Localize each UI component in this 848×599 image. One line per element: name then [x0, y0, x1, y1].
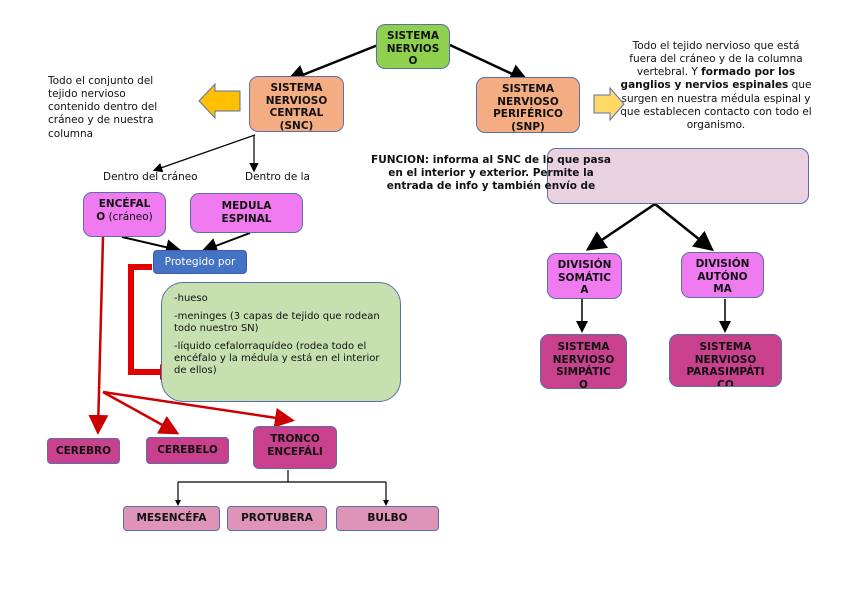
connector-encefalo-protegido [121, 236, 182, 256]
connector-protegido-proteccion [128, 264, 160, 375]
node-line: A [580, 284, 589, 297]
connector-encefalo-cerebelo [102, 390, 180, 435]
node-line: DIVISIÓN [557, 259, 612, 271]
node-funcion-box[interactable] [547, 148, 809, 204]
label-dentro-craneo: Dentro del cráneo [103, 171, 198, 183]
node-line-bold: O [96, 210, 106, 223]
protection-item: -meninges (3 capas de tejido que rodean … [174, 311, 380, 334]
node-line-normal: (cráneo) [105, 210, 153, 223]
snc-description: Todo el conjunto del tejido nervioso con… [48, 75, 158, 137]
node-line: NERVIOSO [497, 95, 559, 108]
connector-root-snc [285, 43, 379, 84]
node-encefalo[interactable]: ENCÉFAL O (cráneo) [83, 192, 166, 237]
arrow-right-yellow-icon [593, 86, 625, 122]
node-label: BULBO [367, 512, 408, 525]
funcion-text: FUNCION: informa al SNC de lo que pasa e… [371, 154, 611, 193]
node-line: MA [713, 283, 732, 296]
node-label: MESENCÉFA [136, 512, 207, 525]
node-cerebelo[interactable]: CEREBELO [146, 437, 229, 464]
node-line: SISTEMA [699, 341, 752, 353]
label-dentro-columna: Dentro de la [245, 171, 310, 183]
node-line: CENTRAL [269, 107, 324, 120]
connector-root-snp [449, 43, 530, 83]
arrowhead [383, 500, 389, 506]
node-line: NERVIOSO [265, 94, 328, 107]
node-line: O [408, 55, 418, 68]
node-line: ENCÉFAL [98, 198, 151, 210]
node-line: NERVIOS [386, 42, 440, 55]
node-label: CEREBELO [157, 444, 218, 457]
node-line: SISTEMA [270, 82, 323, 94]
node-proteccion[interactable]: -hueso -meninges (3 capas de tejido que … [161, 282, 401, 402]
snp-desc-part: que surgen en nuestra médula espinal y q… [620, 79, 812, 131]
node-line: O (cráneo) [96, 211, 153, 224]
node-protuberancia[interactable]: PROTUBERA [227, 506, 327, 531]
protection-item: -hueso [174, 293, 208, 304]
node-simpatico[interactable]: SISTEMA NERVIOSO SIMPÁTIC O [540, 334, 627, 389]
node-label: CEREBRO [55, 444, 112, 457]
snp-description: Todo el tejido nervioso que está fuera d… [620, 40, 812, 132]
node-division-somatica[interactable]: DIVISIÓN SOMÁTIC A [547, 253, 622, 299]
connector-funcion-somatica [585, 202, 656, 251]
node-cerebro[interactable]: CEREBRO [47, 438, 120, 464]
node-snp[interactable]: SISTEMA NERVIOSO PERIFÉRICO (SNP) [476, 77, 580, 133]
node-line: DIVISIÓN [695, 258, 750, 270]
node-line: ENCEFÁLI [267, 445, 323, 458]
node-line: SIMPÁTIC [556, 366, 611, 379]
node-line: ESPINAL [221, 212, 272, 225]
node-line: O [579, 378, 588, 389]
snp-desc-bold: formado por los ganglios y nervios espin… [620, 66, 796, 92]
connector-funcion-autonoma [654, 203, 714, 252]
protection-item: -líquido cefalorraquídeo (rodea todo el … [174, 341, 380, 376]
node-line: SISTEMA [557, 341, 610, 353]
node-sistema-nervioso[interactable]: SISTEMA NERVIOS O [376, 24, 450, 69]
node-mesencefalo[interactable]: MESENCÉFA [123, 506, 220, 531]
node-line: PERIFÉRICO [493, 108, 563, 121]
node-label: Protegido por [164, 255, 236, 268]
node-line: NERVIOSO [552, 353, 615, 366]
node-line: SISTEMA [502, 83, 554, 95]
connector-encefalo-tronco [102, 390, 295, 428]
node-line: MEDULA [221, 200, 272, 212]
node-snc[interactable]: SISTEMA NERVIOSO CENTRAL (SNC) [249, 76, 344, 132]
connector-encefalo-down [88, 236, 109, 435]
node-line: SISTEMA [387, 30, 439, 42]
node-medula[interactable]: MEDULA ESPINAL [190, 193, 303, 233]
node-line: (SNP) [511, 120, 545, 133]
connector-tronco-branches [177, 470, 387, 500]
node-line: AUTÓNO [697, 270, 748, 283]
node-division-autonoma[interactable]: DIVISIÓN AUTÓNO MA [681, 252, 764, 298]
snp-desc-part: Todo el tejido nervioso que está fuera d… [629, 40, 803, 79]
connector-snc-craneo [152, 134, 256, 173]
node-bulbo[interactable]: BULBO [336, 506, 439, 531]
node-line: (SNC) [279, 119, 314, 132]
node-line: CO [717, 378, 734, 387]
node-protegido-por[interactable]: Protegido por [153, 250, 247, 274]
node-line: TRONCO [270, 433, 320, 445]
connector-medula-protegido [201, 232, 251, 254]
arrow-left-yellow-icon [198, 82, 241, 120]
node-parasimpatico[interactable]: SISTEMA NERVIOSO PARASIMPÁTI CO [669, 334, 782, 387]
node-line: SOMÁTIC [557, 271, 612, 284]
node-line: PARASIMPÁTI [686, 366, 765, 379]
arrowhead [175, 500, 181, 506]
node-tronco[interactable]: TRONCO ENCEFÁLI [253, 426, 337, 469]
node-line: NERVIOSO [694, 353, 757, 366]
node-label: PROTUBERA [241, 512, 313, 525]
